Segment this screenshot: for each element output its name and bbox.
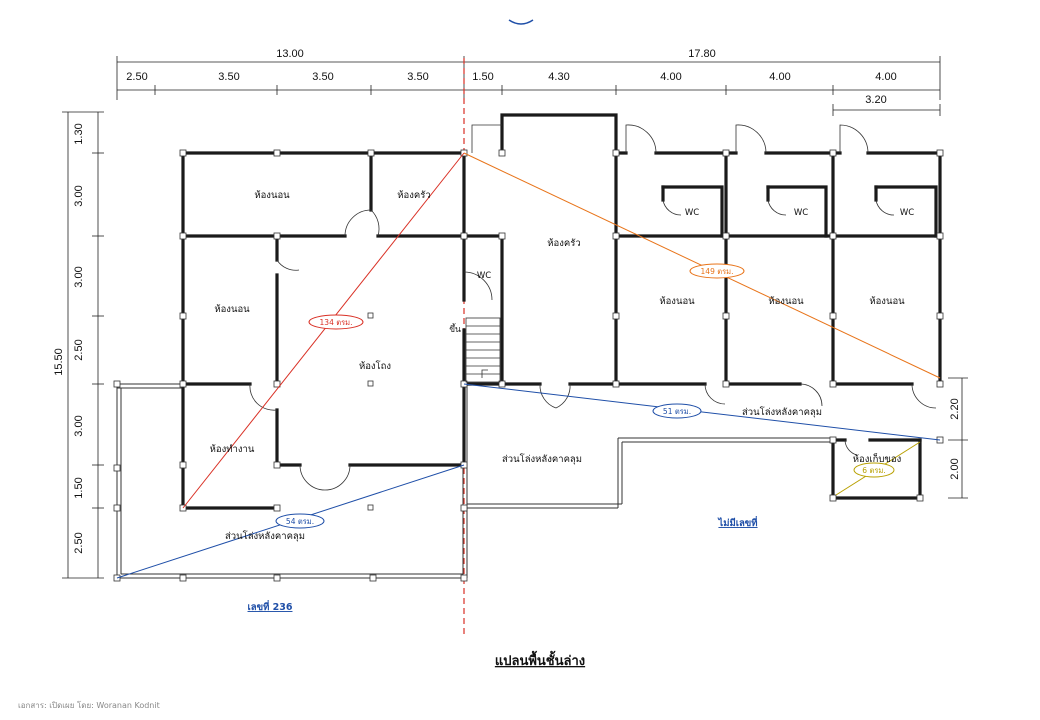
area-callout-orange-label: 149 ตรม. <box>701 267 734 276</box>
room-label-covered-right: ส่วนโล่งหลังคาคลุม <box>742 406 822 418</box>
room-label-wc-3: WC <box>900 208 914 218</box>
top-dimensions: 13.00 17.80 2.50 3.50 3.50 3.50 1.50 4.3… <box>116 48 941 116</box>
covered-area-outline <box>113 380 833 582</box>
dim-right-seg-1: 2.20 <box>949 398 961 419</box>
dim-right-seg-2: 2.00 <box>949 458 961 479</box>
area-callout-blue-right-label: 51 ตรม. <box>663 407 691 416</box>
dim-top-seg-9: 4.00 <box>875 71 896 83</box>
room-label-kitchen-small: ห้องครัว <box>397 190 430 201</box>
room-label-wc-2: WC <box>794 208 808 218</box>
area-callout-orange: 149 ตรม. <box>689 263 745 279</box>
room-label-wc-small: WC <box>477 271 491 281</box>
room-label-kitchen-main: ห้องครัว <box>547 238 580 249</box>
lot-label-left: เลขที่ 236 <box>248 599 293 613</box>
room-label-wc-1: WC <box>685 208 699 218</box>
area-callout-blue-left-label: 54 ตรม. <box>286 517 314 526</box>
dim-left-seg-2: 3.00 <box>73 185 85 206</box>
document-credit: เอกสาร: เปิดเผย โดย: Woranan Kodnit <box>18 700 160 710</box>
doors <box>249 124 937 491</box>
dim-top-total-right: 17.80 <box>688 48 716 60</box>
room-label-bedroom-1: ห้องนอน <box>659 296 695 307</box>
room-label-covered-left: ส่วนโล่งหลังคาคลุม <box>225 530 305 542</box>
left-dimensions: 15.50 1.30 3.00 3.00 2.50 3.00 1.50 2.50 <box>53 111 104 579</box>
area-callout-blue-left: 54 ตรม. <box>275 513 325 529</box>
stair-up-label: ขึ้น <box>449 323 461 335</box>
right-dimensions: 2.20 2.00 <box>948 377 968 499</box>
dim-left-seg-5: 3.00 <box>73 415 85 436</box>
area-line-red <box>182 152 465 509</box>
room-label-bedroom-3: ห้องนอน <box>869 296 905 307</box>
area-callout-red-label: 134 ตรม. <box>320 318 353 327</box>
dim-top-seg-6: 4.30 <box>548 71 569 83</box>
room-label-workroom: ห้องทำงาน <box>210 444 255 455</box>
room-label-bedroom-top-left: ห้องนอน <box>254 190 290 201</box>
area-line-blue-right <box>463 383 941 441</box>
room-label-bedroom-left: ห้องนอน <box>214 304 250 315</box>
room-label-storage: ห้องเก็บของ <box>853 452 901 465</box>
dim-top-seg-5: 1.50 <box>472 71 493 83</box>
dim-top-seg-4: 3.50 <box>407 71 428 83</box>
room-label-bedroom-2: ห้องนอน <box>768 296 804 307</box>
room-label-hall: ห้องโถง <box>359 360 391 372</box>
dim-left-seg-3: 3.00 <box>73 266 85 287</box>
area-callout-gold: 6 ตรม. <box>853 462 895 478</box>
dim-top-seg-8: 4.00 <box>769 71 790 83</box>
dim-left-seg-1: 1.30 <box>73 123 85 144</box>
dim-top-seg-2: 3.50 <box>218 71 239 83</box>
room-label-covered-middle: ส่วนโล่งหลังคาคลุม <box>502 453 582 465</box>
lot-label-right: ไม่มีเลขที่ <box>717 515 757 529</box>
dim-top-seg-7: 4.00 <box>660 71 681 83</box>
area-callout-gold-label: 6 ตรม. <box>862 466 885 475</box>
dim-top-seg-3: 3.50 <box>312 71 333 83</box>
dim-left-seg-7: 2.50 <box>73 532 85 553</box>
stair <box>465 317 501 383</box>
dim-top-sub: 3.20 <box>865 94 886 106</box>
top-mark <box>508 19 534 25</box>
dim-top-total-left: 13.00 <box>276 48 304 60</box>
dim-left-seg-6: 1.50 <box>73 477 85 498</box>
walls <box>181 113 942 510</box>
dim-left-total: 15.50 <box>53 348 65 376</box>
area-callout-blue-right: 51 ตรม. <box>652 403 702 419</box>
area-callout-red: 134 ตรม. <box>308 314 364 330</box>
dim-left-seg-4: 2.50 <box>73 339 85 360</box>
plan-title: แปลนพื้นชั้นล่าง <box>495 650 585 669</box>
wall-posts <box>179 149 944 512</box>
dim-top-seg-1: 2.50 <box>126 71 147 83</box>
